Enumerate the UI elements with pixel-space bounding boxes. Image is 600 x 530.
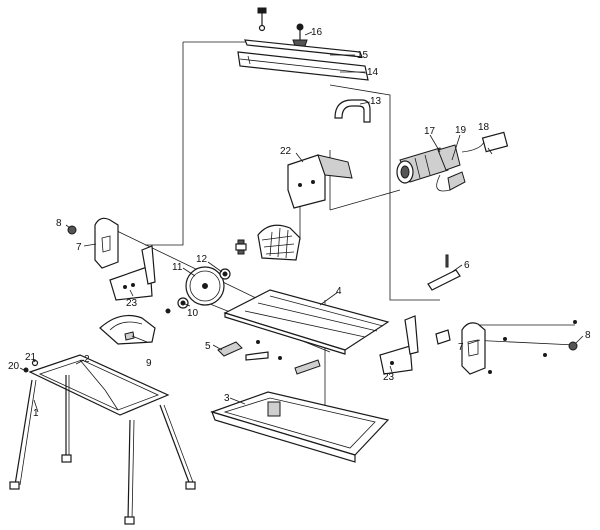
callout-3: 3 bbox=[224, 393, 230, 404]
part-23-support-bracket-left bbox=[109, 245, 156, 301]
part-11-cutting-blade bbox=[185, 266, 225, 306]
callout-16: 16 bbox=[311, 27, 323, 38]
part-4-table-top bbox=[223, 289, 390, 355]
part-20-screw bbox=[23, 367, 29, 373]
callout-1: 1 bbox=[33, 408, 39, 419]
callout-21: 21 bbox=[25, 352, 37, 363]
part-18-switch bbox=[461, 131, 509, 155]
part-17-motor bbox=[396, 144, 461, 184]
callout-5: 5 bbox=[205, 341, 211, 352]
callout-10: 10 bbox=[187, 308, 199, 319]
callout-11: 11 bbox=[172, 262, 183, 273]
blade-shroud bbox=[235, 224, 301, 261]
callout-12: 12 bbox=[196, 254, 208, 265]
part-7-side-plate-right bbox=[435, 322, 486, 375]
part-9-blade-guard bbox=[99, 315, 156, 345]
callout-17: 17 bbox=[424, 126, 436, 137]
part-16-locking-knobs bbox=[257, 7, 308, 47]
callout-14: 14 bbox=[367, 67, 379, 78]
part-19-power-cord bbox=[436, 171, 466, 192]
part-13-handle bbox=[334, 99, 371, 123]
leader-lines bbox=[19, 31, 584, 413]
callout-2: 2 bbox=[84, 354, 90, 365]
callout-9: 9 bbox=[146, 358, 152, 369]
callout-6: 6 bbox=[464, 260, 470, 271]
callout-7-left: 7 bbox=[76, 242, 82, 253]
callout-19: 19 bbox=[455, 125, 467, 136]
callout-4: 4 bbox=[336, 286, 342, 297]
part-2-stand-frame bbox=[28, 354, 170, 416]
part-7-side-plate-left bbox=[94, 217, 119, 269]
part-5-miter-guide bbox=[217, 340, 321, 375]
part-15-guide-rail bbox=[244, 39, 363, 58]
callout-23-left: 23 bbox=[126, 298, 138, 309]
part-23-support-bracket-right bbox=[379, 315, 419, 375]
callout-20: 20 bbox=[8, 361, 20, 372]
part-3-water-tray bbox=[210, 391, 390, 463]
part-22-motor-bracket bbox=[287, 154, 353, 209]
callout-18: 18 bbox=[478, 122, 490, 133]
part-21-washer bbox=[31, 359, 39, 367]
callout-labels: 1 2 3 4 5 6 7 7 8 8 9 10 11 12 13 14 15 … bbox=[8, 27, 591, 419]
callout-13: 13 bbox=[370, 96, 382, 107]
callout-7-right: 7 bbox=[458, 342, 464, 353]
part-1-legs bbox=[9, 375, 196, 525]
callout-23-right: 23 bbox=[383, 372, 395, 383]
callout-8-left: 8 bbox=[56, 218, 62, 229]
callout-15: 15 bbox=[357, 50, 369, 61]
part-6-fence-clamp bbox=[427, 254, 461, 291]
part-10-flange bbox=[165, 297, 189, 314]
part-8-nut-right bbox=[488, 320, 578, 374]
callout-22: 22 bbox=[280, 146, 292, 157]
part-14-slide-rail bbox=[237, 51, 369, 81]
part-12-inner-flange bbox=[219, 268, 231, 280]
callout-8-right: 8 bbox=[585, 330, 591, 341]
